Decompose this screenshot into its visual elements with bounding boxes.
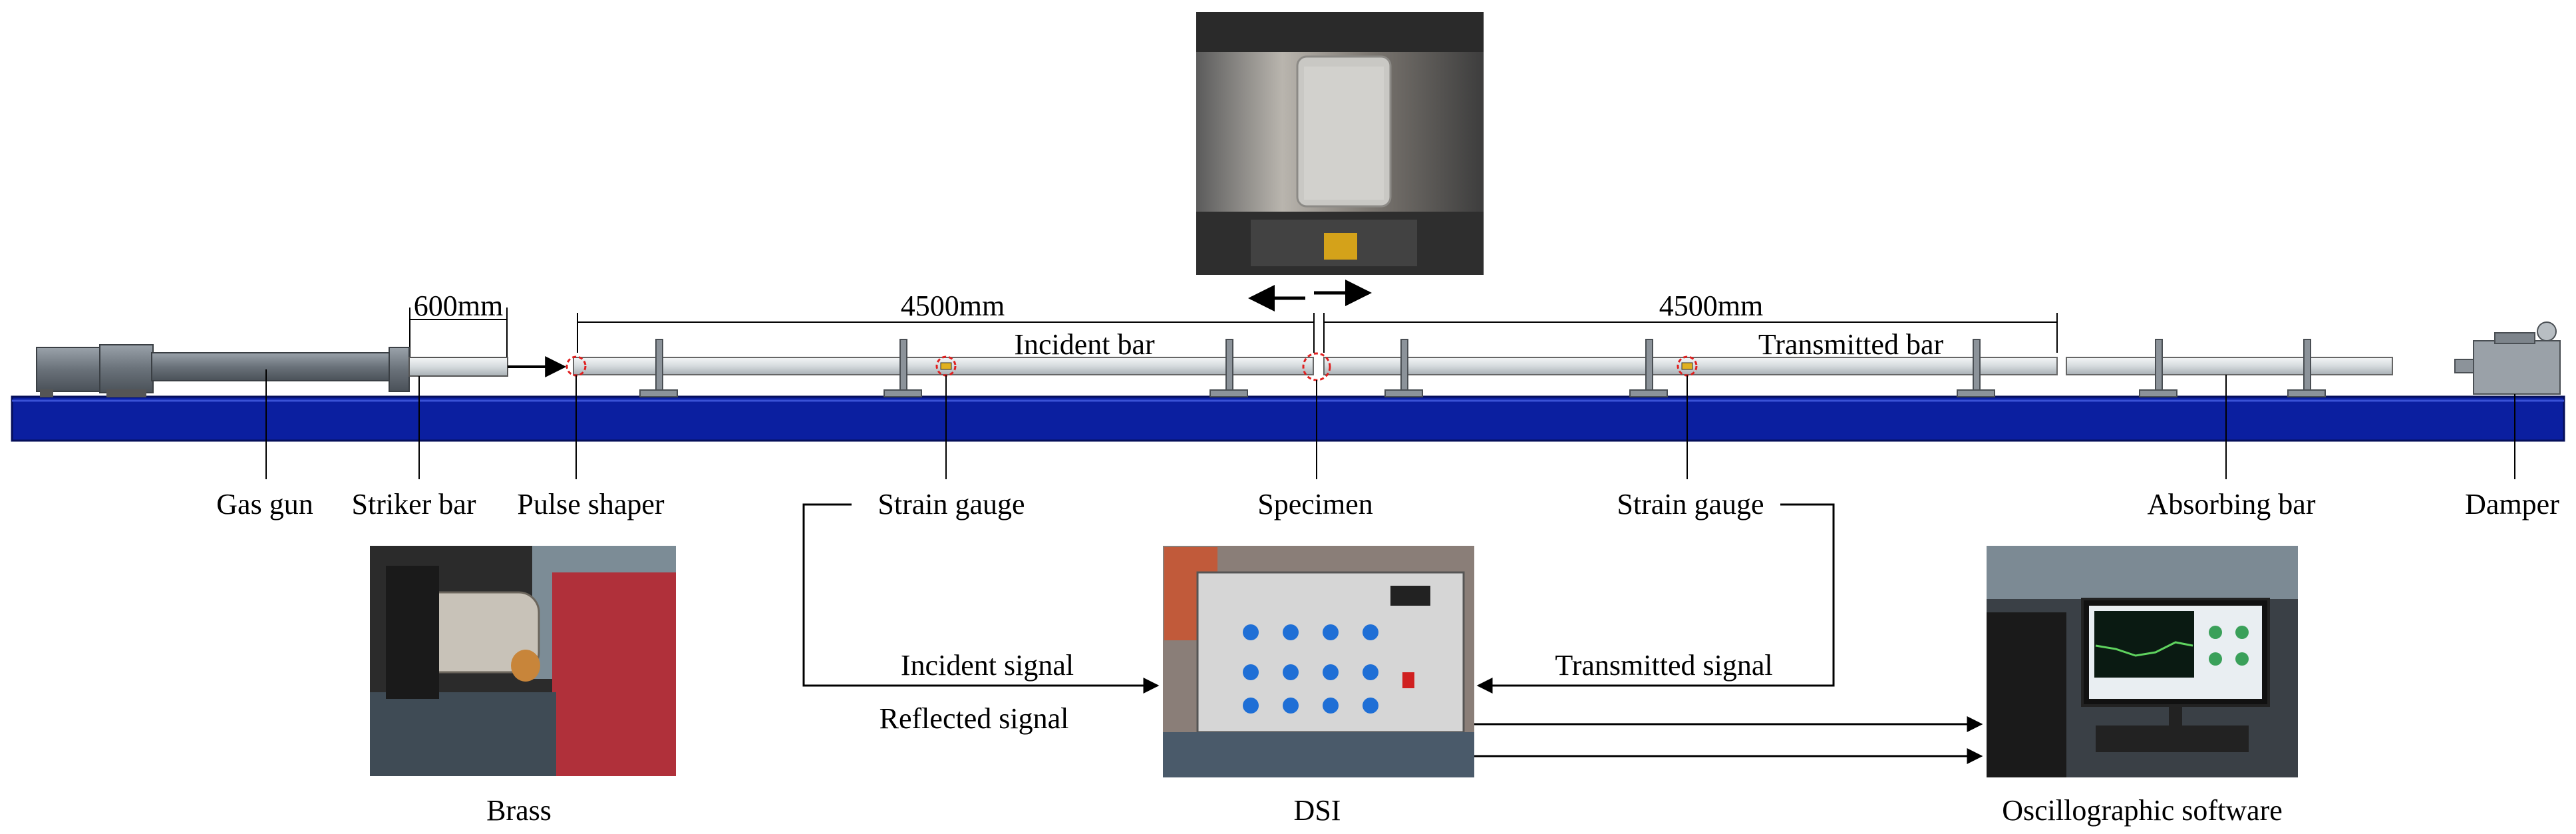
brass-caption: Brass [486, 794, 552, 827]
damper [2454, 321, 2561, 395]
pulse-shaper-label: Pulse shaper [517, 488, 665, 521]
gas-gun [36, 344, 410, 397]
incident-signal-label: Incident signal [901, 649, 1074, 682]
brass-photo [370, 546, 676, 776]
striker-bar-label: Striker bar [352, 488, 476, 521]
absorbing-bar [2066, 357, 2393, 375]
dimension-incident-label: 4500mm [901, 290, 1005, 322]
dsi-photo [1163, 546, 1474, 777]
absorbing-bar-label: Absorbing bar [2148, 488, 2316, 521]
specimen-label: Specimen [1257, 488, 1373, 521]
software-photo [1987, 546, 2298, 777]
transmitted-bar-label: Transmitted bar [1758, 328, 1944, 361]
gas-gun-label: Gas gun [216, 488, 313, 521]
leader-lines [265, 369, 2515, 479]
dsi-caption: DSI [1294, 794, 1341, 827]
loading-direction-arrows [1248, 280, 1372, 312]
strain-gauge-right-label: Strain gauge [1617, 488, 1764, 521]
platform [11, 395, 2565, 442]
signal-lines [802, 503, 1983, 764]
incident-bar-label: Incident bar [1014, 328, 1155, 361]
dimension-striker-label: 600mm [414, 290, 503, 322]
specimen-photo [1196, 12, 1484, 275]
dimension-transmitted-label: 4500mm [1659, 290, 1763, 322]
dimension-transmitted: 4500mm [1323, 290, 2058, 353]
strain-gauge-left-label: Strain gauge [878, 488, 1025, 521]
striker-bar [408, 357, 508, 377]
software-caption: Oscillographic software [2002, 794, 2283, 827]
bar-supports [639, 339, 2326, 397]
dimension-incident: 4500mm [577, 290, 1315, 353]
dimension-600mm: 600mm [409, 290, 508, 359]
transmitted-signal-label: Transmitted signal [1555, 649, 1772, 682]
reflected-signal-label: Reflected signal [880, 702, 1069, 735]
damper-label: Damper [2465, 488, 2559, 521]
